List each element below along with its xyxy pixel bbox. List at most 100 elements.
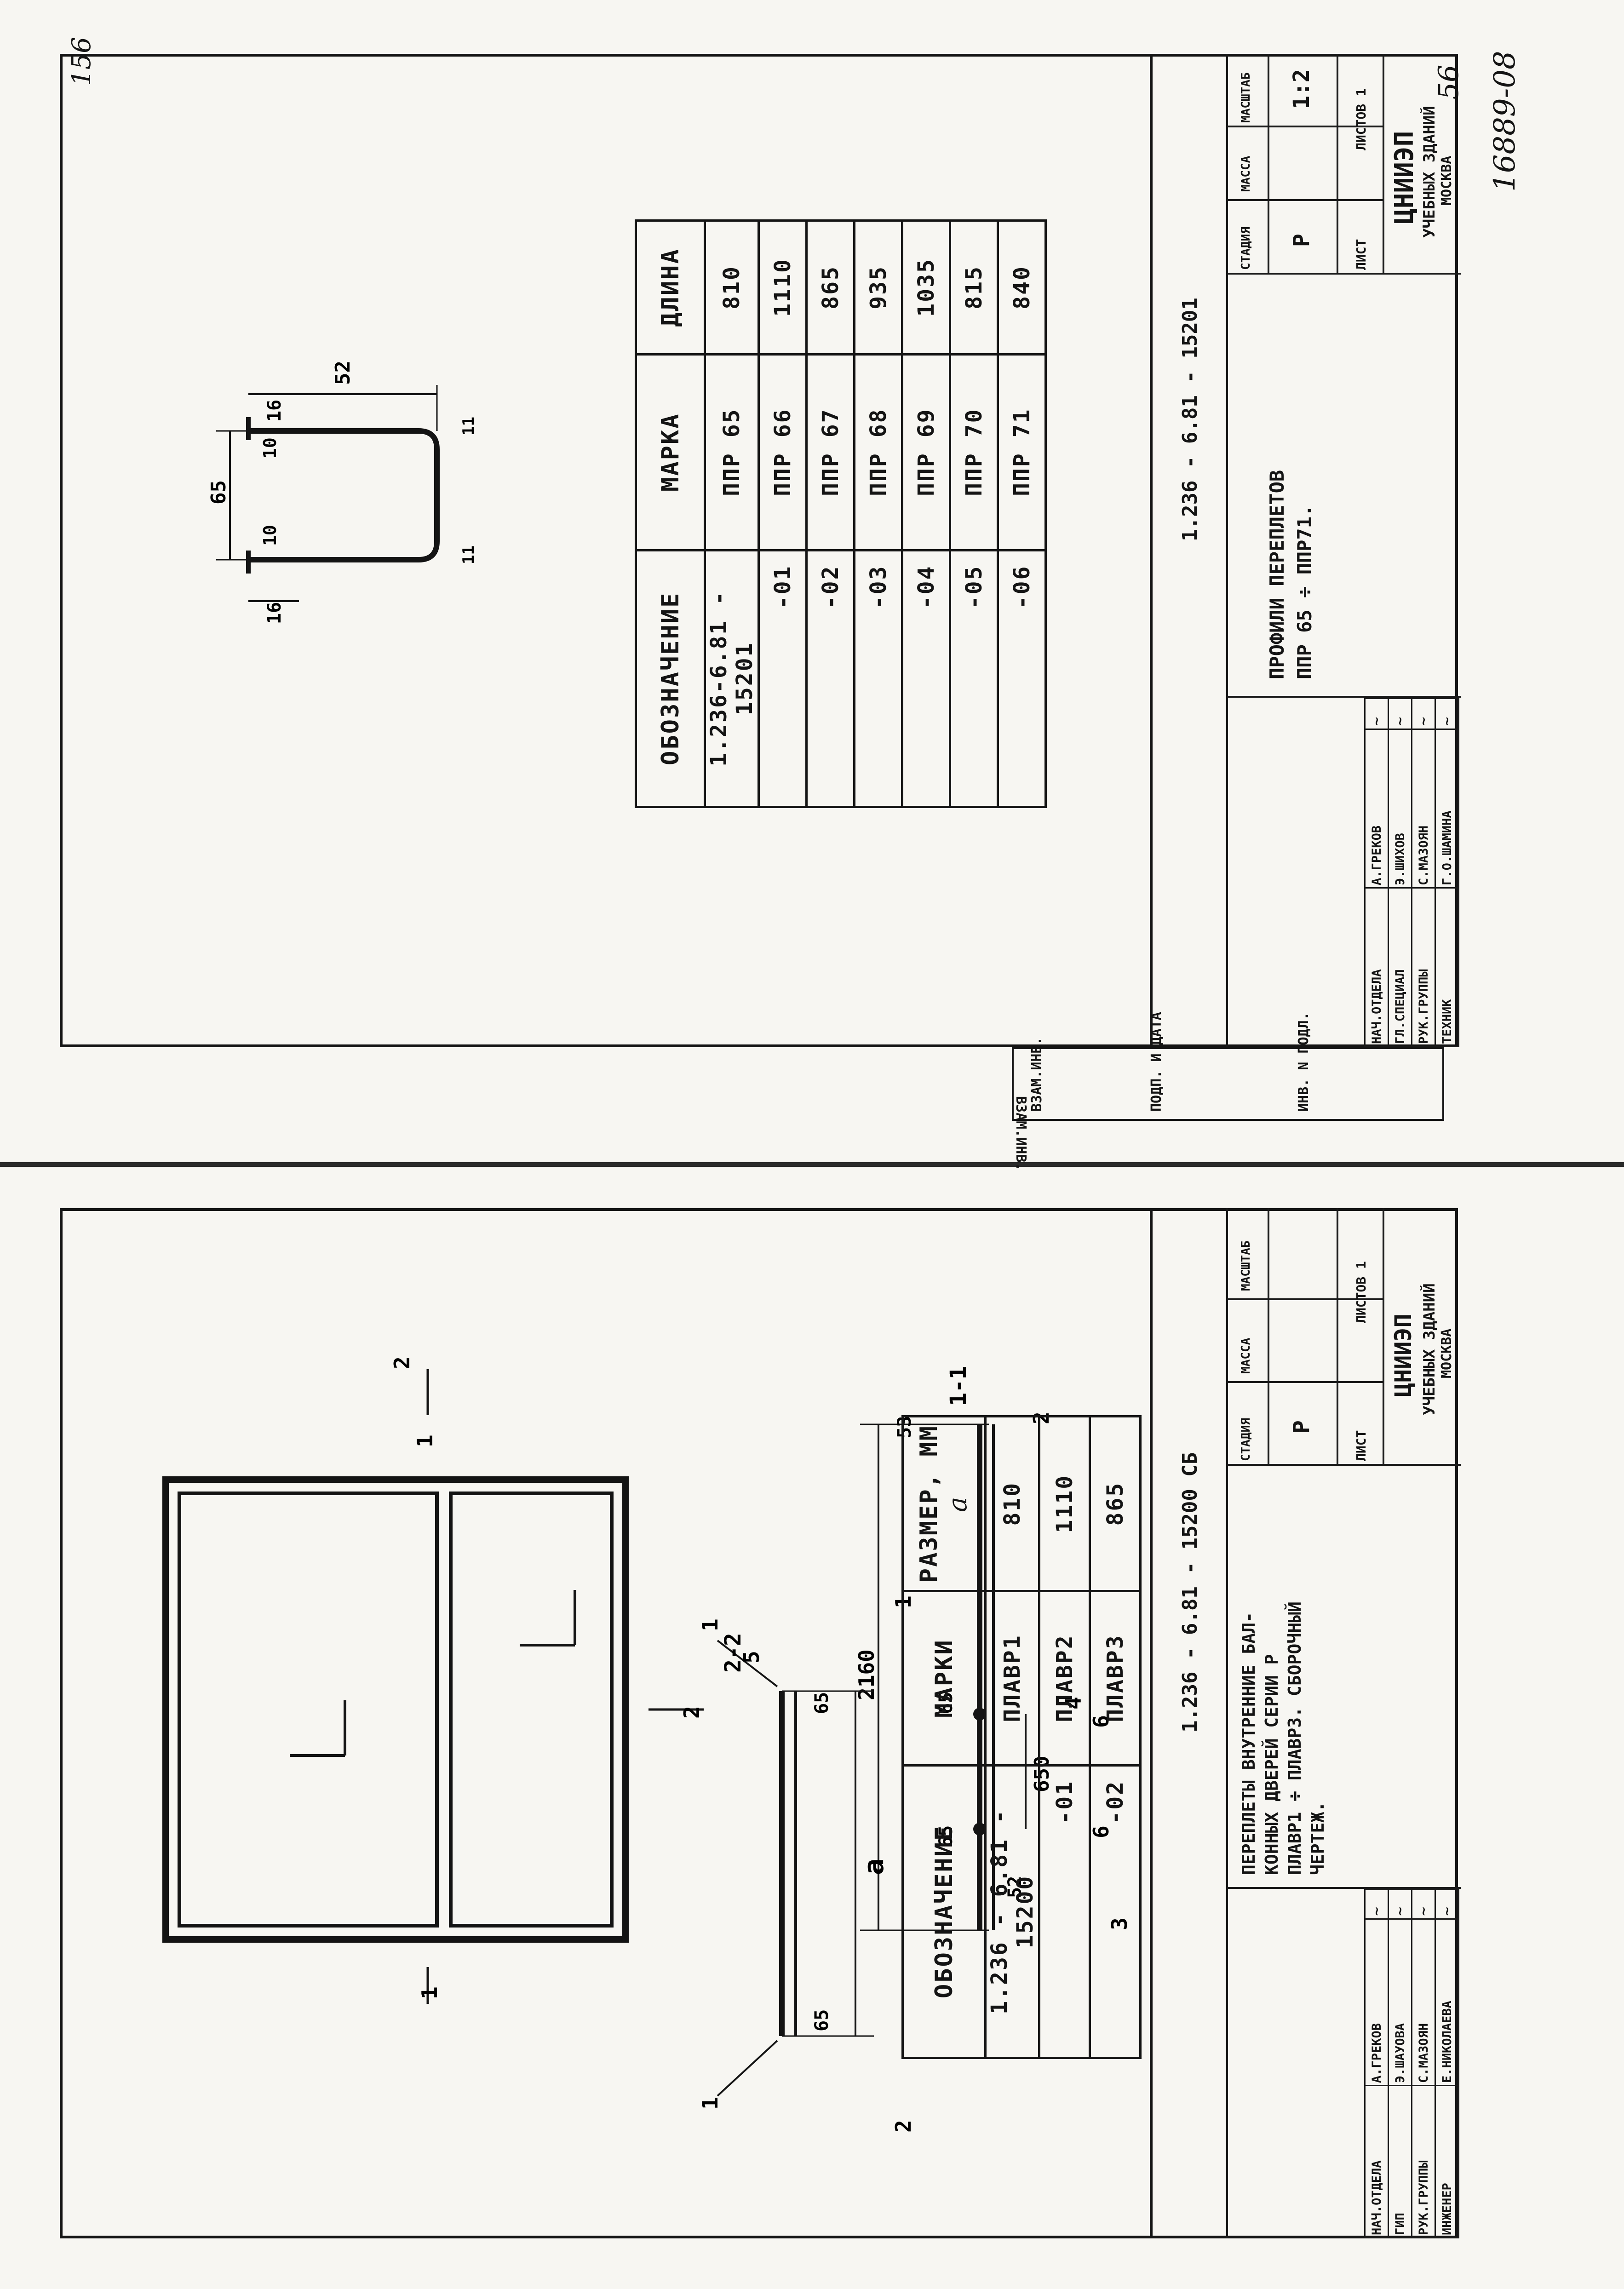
table-row: 1.236-6.81 - 15201 ППР 65 810 — [705, 220, 759, 807]
cell: 1.236-6.81 - 15201 — [705, 550, 759, 807]
profile-section-drawing: 65 10 10 16 16 52 11 11 — [207, 361, 478, 624]
cell: 865 — [806, 220, 855, 355]
staff-name: А.ГРЕКОВ — [1365, 1919, 1389, 2086]
title-block-a: 1.236 - 6.81 - 15201 ПРОФИЛИ ПЕРЕПЛЕТОВ … — [1150, 54, 1461, 1047]
cell: ПЛАВР1 — [985, 1591, 1039, 1766]
dim-65-b: 65 — [935, 1825, 957, 1847]
table-row: -02 ППР 67 865 — [806, 220, 855, 807]
sheet-lbl-b: ЛИСТ — [1354, 1430, 1369, 1461]
designation-a: 1.236 - 6.81 - 15201 — [1178, 298, 1202, 541]
cell: ППР 70 — [950, 354, 998, 551]
staff-role: ИНЖЕНЕР — [1435, 2085, 1459, 2238]
table-header-row: ОБОЗНАЧЕНИЕ МАРКИ РАЗМЕР, ММ a — [902, 1416, 986, 2058]
callout-1: 1 — [698, 2097, 723, 2110]
org-b-2: УЧЕБНЫХ ЗДАНИЙ — [1420, 1283, 1439, 1415]
sheets-lbl-b: ЛИСТОВ 1 — [1354, 1261, 1369, 1323]
callout-6b: 6 — [1089, 1825, 1113, 1838]
cell: -01 — [758, 550, 807, 807]
cell: ППР 71 — [998, 354, 1046, 551]
staff-name: А.ГРЕКОВ — [1365, 729, 1389, 888]
cell: -02 — [1090, 1765, 1141, 2058]
col-mark: МАРКА — [636, 354, 705, 551]
cell: -05 — [950, 550, 998, 807]
sheet-lbl-a: ЛИСТ — [1354, 239, 1369, 270]
hdr-scale-b: МАСШТАБ — [1239, 1240, 1253, 1291]
page-number: 156 — [67, 37, 97, 86]
stamp-col1-label: ВЗАМ.ИНВ. — [1029, 1037, 1045, 1112]
staff-role: ТЕХНИК — [1435, 888, 1459, 1047]
cell: ППР 68 — [854, 354, 902, 551]
dim-52: 52 — [331, 361, 355, 385]
org-a-3: МОСКВА — [1439, 155, 1455, 206]
hdr-mass-b: МАССА — [1239, 1337, 1253, 1374]
designation-b: 1.236 - 6.81 - 15200 СБ — [1178, 1452, 1202, 1733]
cut-label-1b: 1 — [417, 1986, 442, 1999]
signature: ~ — [1412, 698, 1435, 729]
title-block-b: 1.236 - 6.81 - 15200 СБ ПЕРЕПЛЕТЫ ВНУТРЕ… — [1150, 1208, 1461, 2238]
cut-label-2: 2 — [679, 1706, 704, 1719]
cell: 810 — [985, 1416, 1039, 1591]
staff-name: С.МАЗОЯН — [1412, 729, 1435, 888]
table-row: -01 ППР 66 1110 — [758, 220, 807, 807]
hdr-stage-a: СТАДИЯ — [1239, 227, 1253, 270]
staff-role: НАЧ.ОТДЕЛА — [1365, 2085, 1389, 2238]
fold-line — [0, 1162, 1624, 1167]
dim-65: 65 — [207, 480, 230, 505]
callout-5: 5 — [739, 1651, 764, 1664]
cell: -06 — [998, 550, 1046, 807]
callout-1c: 1 — [891, 1595, 916, 1608]
col-size: РАЗМЕР, ММ a — [902, 1416, 986, 1591]
title-b-line4: ЧЕРТЕЖ. — [1308, 1801, 1328, 1875]
dim-16-right: 16 — [264, 400, 285, 422]
cell: 1110 — [1039, 1416, 1090, 1591]
cell: 1.236 - 6.81 - 15200 — [985, 1765, 1039, 2058]
staff-name: Е.НИКОЛАЕВА — [1435, 1919, 1459, 2086]
org-b-1: ЦНИИЭП — [1390, 1314, 1417, 1397]
col-designation: ОБОЗНАЧЕНИЕ — [902, 1765, 986, 2058]
table-row: -06 ППР 71 840 — [998, 220, 1046, 807]
table-row: 1.236 - 6.81 - 15200 ПЛАВР1 810 — [985, 1416, 1039, 2058]
table-row: -04 ППР 69 1035 — [902, 220, 950, 807]
staff-name: Э.ШАУОВА — [1388, 1919, 1412, 2086]
table-row: -05 ППР 70 815 — [950, 220, 998, 807]
signature: ~ — [1388, 1889, 1412, 1919]
cell: ППР 69 — [902, 354, 950, 551]
callout-4: 4 — [1061, 1697, 1086, 1710]
cell: -02 — [806, 550, 855, 807]
staff-role: РУК.ГРУППЫ — [1412, 888, 1435, 1047]
section-2-2-drawing: 2-2 a 65 65 1 1 5 1 2 — [698, 1595, 916, 2133]
cell: 840 — [998, 220, 1046, 355]
signature: ~ — [1365, 698, 1389, 729]
signature: ~ — [1365, 1889, 1389, 1919]
dim-10-right: 10 — [260, 437, 280, 459]
cell: -03 — [854, 550, 902, 807]
org-a-1: ЦНИИЭП — [1389, 131, 1419, 224]
cell: -01 — [1039, 1765, 1090, 2058]
approval-stamp: ВЗАМ.ИНВ. — [1012, 1047, 1444, 1171]
dim-53: 53 — [894, 1416, 915, 1438]
section-11-label: 1-1 — [946, 1366, 971, 1406]
staff-role: ГЛ.СПЕЦИАЛ — [1388, 888, 1412, 1047]
stage-a: Р — [1289, 234, 1314, 247]
callout-6: 6 — [1089, 1715, 1113, 1728]
dim-2160: 2160 — [854, 1649, 879, 1700]
col-marks: МАРКИ — [902, 1591, 986, 1766]
stamp-col1: ВЗАМ.ИНВ. — [1013, 1096, 1029, 1171]
scale-a: 1:2 — [1289, 69, 1314, 109]
dim-11-left: 11 — [459, 545, 478, 564]
door-elevation-drawing: 1 1 2 2 — [162, 1356, 704, 2004]
cell: ПЛАВР2 — [1039, 1591, 1090, 1766]
archive-sub: 56 — [1433, 64, 1465, 100]
table-row: -03 ППР 68 935 — [854, 220, 902, 807]
dim-10-left: 10 — [260, 525, 280, 546]
callout-2: 2 — [1029, 1411, 1054, 1424]
cell: ППР 65 — [705, 354, 759, 551]
cell: ППР 67 — [806, 354, 855, 551]
table-row: -01 ПЛАВР2 1110 — [1039, 1416, 1090, 2058]
